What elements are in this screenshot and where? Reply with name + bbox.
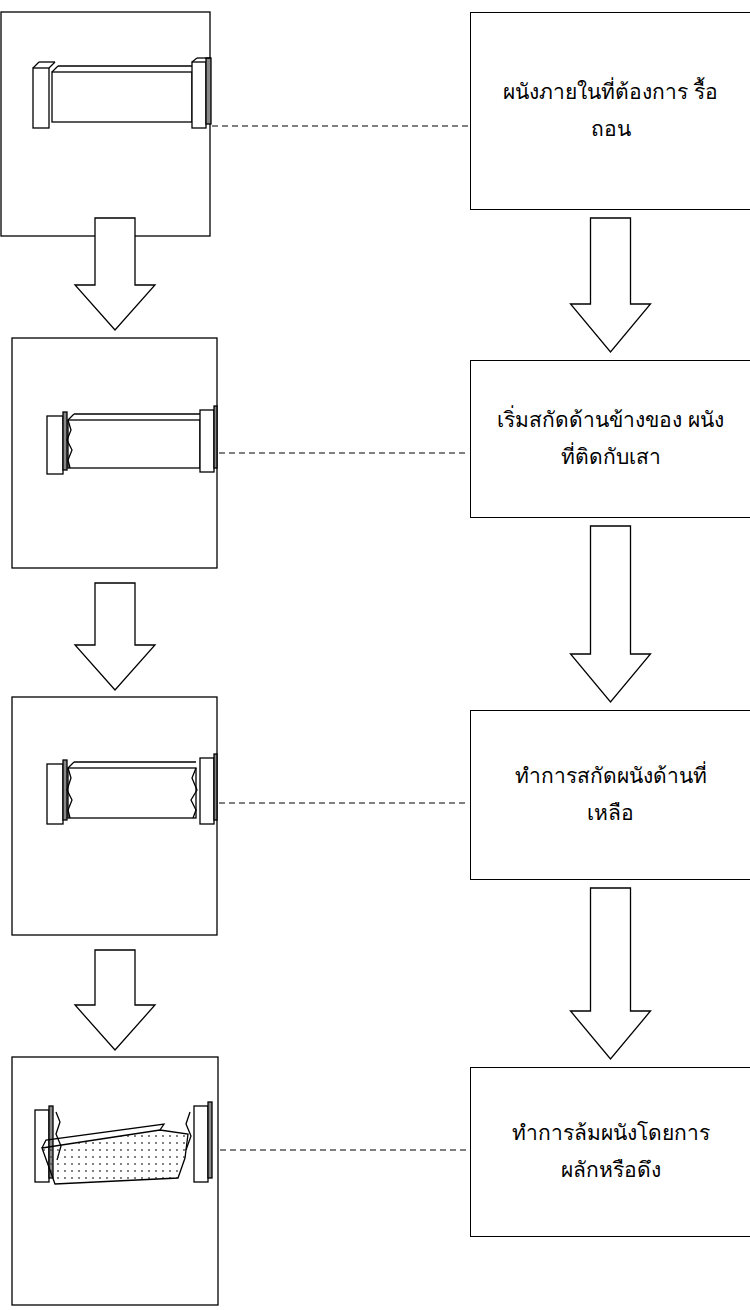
block-arrow: [75, 950, 155, 1050]
dashed-leader: [219, 453, 468, 454]
wall-toppling: [35, 1102, 212, 1184]
step-text: ทำการล้มผนังโดยการ ผลักหรือดึง: [471, 1115, 750, 1189]
dashed-leader: [219, 803, 468, 804]
block-arrow: [571, 218, 651, 352]
block-arrow: [75, 583, 155, 690]
dashed-leader: [212, 126, 468, 127]
process-box: ทำการล้มผนังโดยการ ผลักหรือดึง: [470, 1067, 750, 1237]
step-text: ผนังภายในที่ต้องการ รื้อถอน: [471, 74, 750, 148]
process-box: ทำการสกัดผนังด้านที่ เหลือ: [470, 710, 750, 880]
block-arrow: [75, 218, 155, 330]
dashed-leader: [220, 1150, 468, 1151]
block-arrow: [571, 526, 651, 702]
picture-frame: [12, 697, 217, 935]
picture-frame: [12, 338, 217, 568]
picture-frame: [1, 12, 210, 236]
step-text: ทำการสกัดผนังด้านที่ เหลือ: [471, 758, 750, 832]
process-box: เริ่มสกัดด้านข้างของ ผนังที่ติดกับเสา: [470, 360, 750, 518]
wall-intact: [33, 58, 211, 128]
step-text: เริ่มสกัดด้านข้างของ ผนังที่ติดกับเสา: [471, 402, 750, 476]
picture-frame: [12, 1057, 218, 1305]
process-box: ผนังภายในที่ต้องการ รื้อถอน: [470, 12, 750, 210]
wall-cut-both: [47, 754, 217, 824]
block-arrow: [571, 888, 651, 1059]
wall-cut-left: [47, 406, 217, 474]
